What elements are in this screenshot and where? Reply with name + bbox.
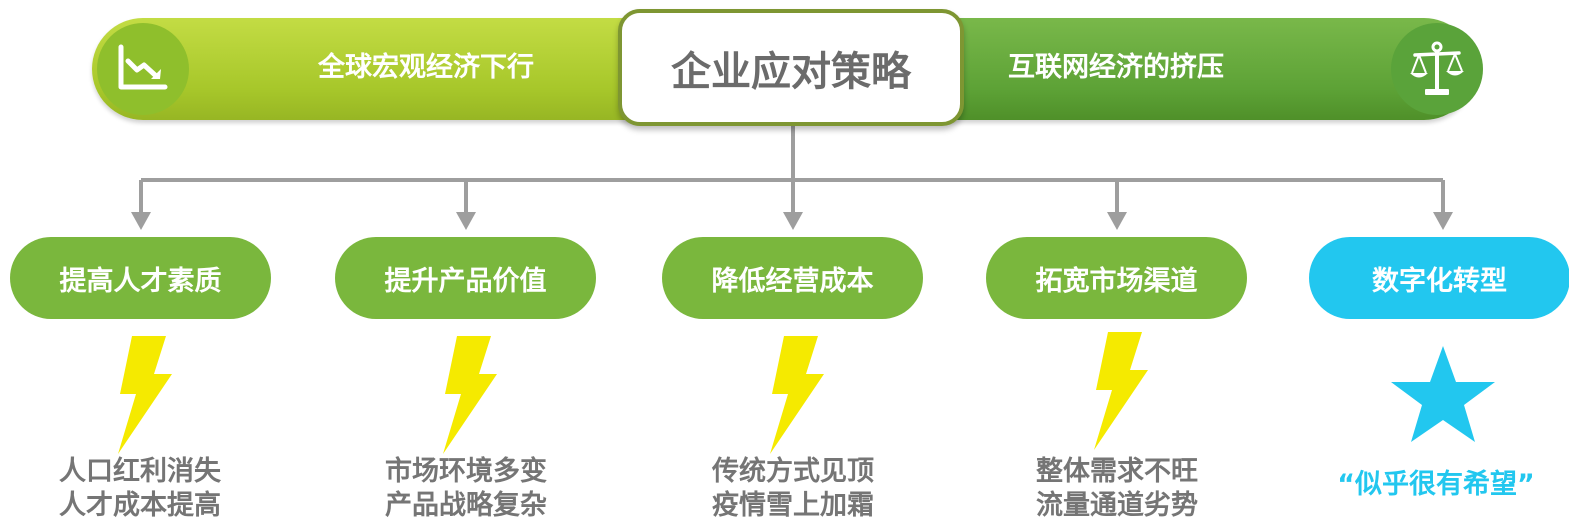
declining-chart-icon — [97, 23, 189, 115]
arrow-head — [1433, 212, 1453, 230]
problem-line: 传统方式见顶 — [712, 456, 874, 487]
strategy-pill-digital: 数字化转型 — [1309, 237, 1569, 319]
arrow-head — [1107, 212, 1127, 230]
problem-line: 整体需求不旺 — [1036, 456, 1198, 487]
arrow-head — [456, 212, 476, 230]
problem-line: 疫情雪上加霜 — [712, 490, 874, 521]
star-icon — [1391, 346, 1495, 442]
lightning-icon — [770, 336, 824, 454]
arrow-head — [131, 212, 151, 230]
problem-line: 人才成本提高 — [59, 490, 221, 521]
digital-quote: “似乎很有希望” — [1337, 469, 1535, 500]
lightning-icon — [118, 336, 172, 454]
lightning-icon — [1094, 332, 1148, 450]
problem-text: 人口红利消失 人才成本提高 — [10, 455, 270, 523]
problem-text: 市场环境多变 产品战略复杂 — [336, 455, 596, 523]
problem-line: 人口红利消失 — [59, 456, 221, 487]
strategy-pill: 提升产品价值 — [335, 237, 596, 319]
center-title-box: 企业应对策略 — [618, 9, 964, 126]
banner-left-label: 全球宏观经济下行 — [318, 52, 534, 83]
problem-line: 流量通道劣势 — [1036, 490, 1198, 521]
problem-text: 整体需求不旺 流量通道劣势 — [987, 455, 1247, 523]
banner-right-label: 互联网经济的挤压 — [1008, 52, 1224, 83]
center-title: 企业应对策略 — [671, 48, 911, 95]
strategy-pill: 提高人才素质 — [10, 237, 271, 319]
strategy-pill: 降低经营成本 — [662, 237, 923, 319]
balance-scale-icon — [1391, 23, 1483, 115]
arrow-head — [783, 212, 803, 230]
problem-line: 市场环境多变 — [385, 456, 547, 487]
banner-right — [935, 18, 1475, 120]
lightning-icon — [443, 336, 497, 454]
strategy-pill: 拓宽市场渠道 — [986, 237, 1247, 319]
problem-line: 产品战略复杂 — [385, 490, 547, 521]
problem-text: 传统方式见顶 疫情雪上加霜 — [663, 455, 923, 523]
